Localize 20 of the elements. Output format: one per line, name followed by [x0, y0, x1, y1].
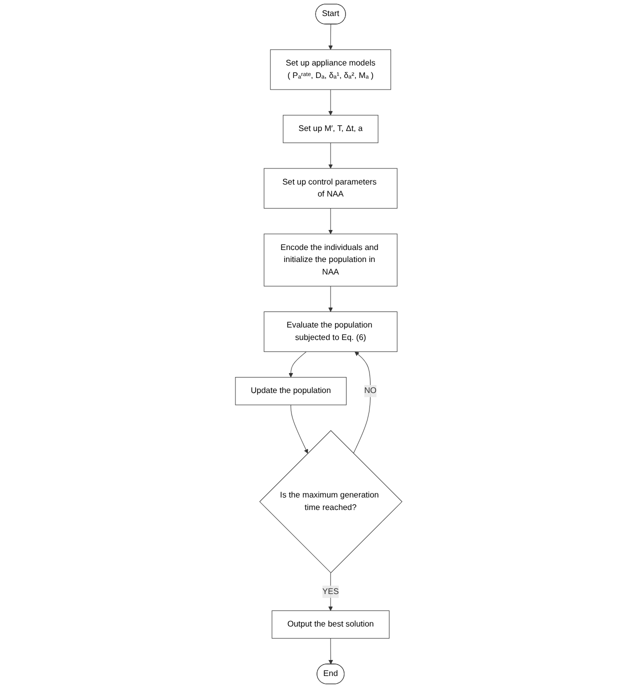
node-box: Set up M′, T, Δt, a — [282, 114, 378, 144]
node-box: Set up control parameters of NAA — [264, 168, 398, 209]
arrow — [352, 351, 370, 454]
arrow — [328, 24, 333, 50]
arrow — [328, 208, 333, 234]
edge-label: NO — [364, 386, 376, 396]
node-box: Encode the individuals and initialize the population in NAA — [264, 234, 398, 286]
node-box: Output the best solution — [272, 610, 390, 639]
arrow — [328, 572, 333, 611]
arrow — [288, 351, 306, 378]
node-box: Update the population — [234, 377, 346, 406]
node-diamond: Is the maximum generation time reached? — [259, 430, 402, 574]
arrow — [290, 404, 308, 454]
arrow — [328, 142, 333, 169]
arrow — [328, 638, 333, 664]
arrow — [328, 286, 333, 312]
node-box: Evaluate the population subjected to Eq. (6) — [264, 312, 398, 352]
edge-label: YES — [322, 587, 339, 596]
node-box: Set up appliance models ( Pₐʳᵃᵗᵉ, Dₐ, δₐ¹, δₐ², Mₐ ) — [270, 49, 391, 90]
arrow — [328, 89, 333, 116]
